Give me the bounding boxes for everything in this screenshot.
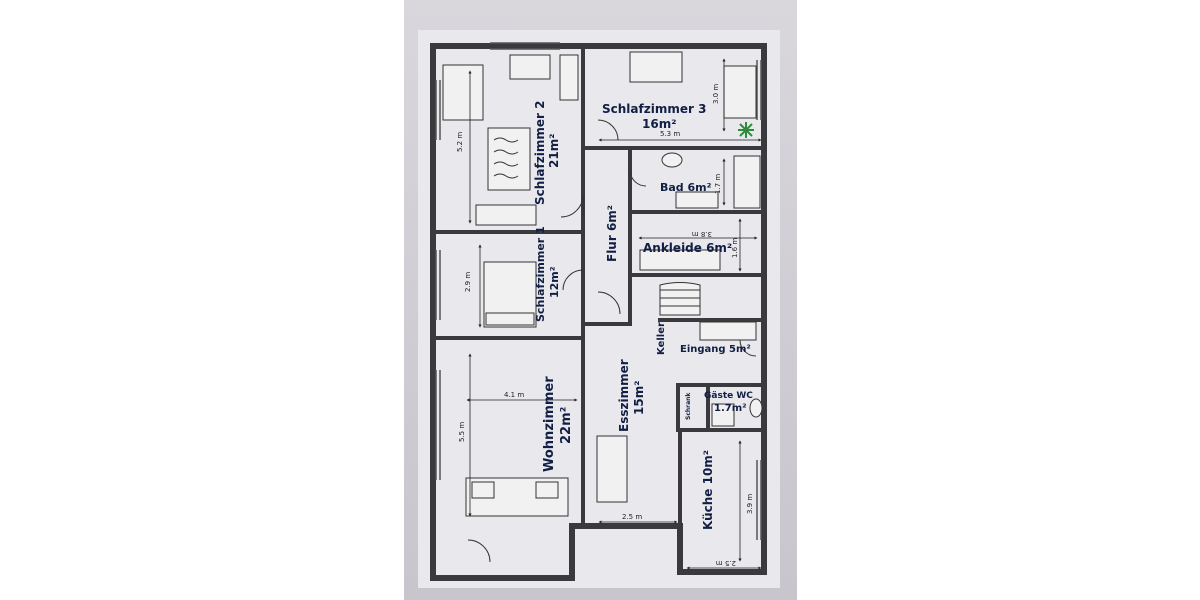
gaeste-wc-area: 1.7m² bbox=[714, 403, 747, 414]
bad-name: Bad 6m² bbox=[660, 181, 712, 194]
wohnzimmer-area: 22m² bbox=[559, 407, 574, 444]
schlafzimmer3-height-label: 3.0 m bbox=[712, 84, 720, 104]
furniture bbox=[442, 51, 763, 517]
wohnzimmer-name: Wohnzimmer bbox=[542, 376, 557, 472]
gaeste-wc-name: Gäste WC bbox=[704, 391, 753, 401]
kueche-name: Küche 10m² bbox=[701, 450, 715, 530]
schrank-name: Schrank bbox=[685, 392, 692, 420]
ankleide-height-label: 1.6 m bbox=[731, 238, 739, 258]
schlafzimmer3-name: Schlafzimmer 3 bbox=[602, 102, 706, 116]
flur-name: Flur 6m² bbox=[605, 205, 619, 262]
esszimmer-area: 15m² bbox=[632, 381, 646, 415]
doors bbox=[467, 119, 757, 563]
schlafzimmer2-name: Schlafzimmer 2 bbox=[533, 101, 547, 205]
esszimmer-dim-label: 2.5 m bbox=[622, 513, 642, 521]
schlafzimmer3-width-label: 5.3 m bbox=[660, 130, 680, 138]
ankleide-name: Ankleide 6m² bbox=[643, 241, 732, 255]
schlafzimmer1-dim-label: 2.9 m bbox=[464, 272, 472, 292]
keller-name: Keller bbox=[656, 322, 667, 355]
bad-dim-label: 1.7 m bbox=[714, 174, 722, 194]
interior-walls bbox=[431, 44, 766, 574]
ankleide-width-label: 3.8 m bbox=[692, 230, 712, 238]
plant-icon bbox=[738, 122, 754, 138]
kueche-width-label: 2.5 m bbox=[716, 559, 736, 567]
wohnzimmer-width-label: 4.1 m bbox=[504, 391, 524, 399]
windows bbox=[435, 42, 762, 540]
kueche-height-label: 3.9 m bbox=[746, 494, 754, 514]
schlafzimmer2-dim-label: 5.2 m bbox=[456, 132, 464, 152]
wohnzimmer-height-label: 5.5 m bbox=[458, 422, 466, 442]
dimension-lines bbox=[466, 58, 762, 570]
schlafzimmer1-name: Schlafzimmer 1 bbox=[534, 226, 547, 322]
schlafzimmer2-area: 21m² bbox=[547, 134, 561, 168]
eingang-name: Eingang 5m² bbox=[680, 344, 751, 355]
esszimmer-name: Esszimmer bbox=[617, 359, 631, 432]
schlafzimmer1-area: 12m² bbox=[548, 266, 561, 298]
schlafzimmer3-area: 16m² bbox=[642, 117, 676, 131]
